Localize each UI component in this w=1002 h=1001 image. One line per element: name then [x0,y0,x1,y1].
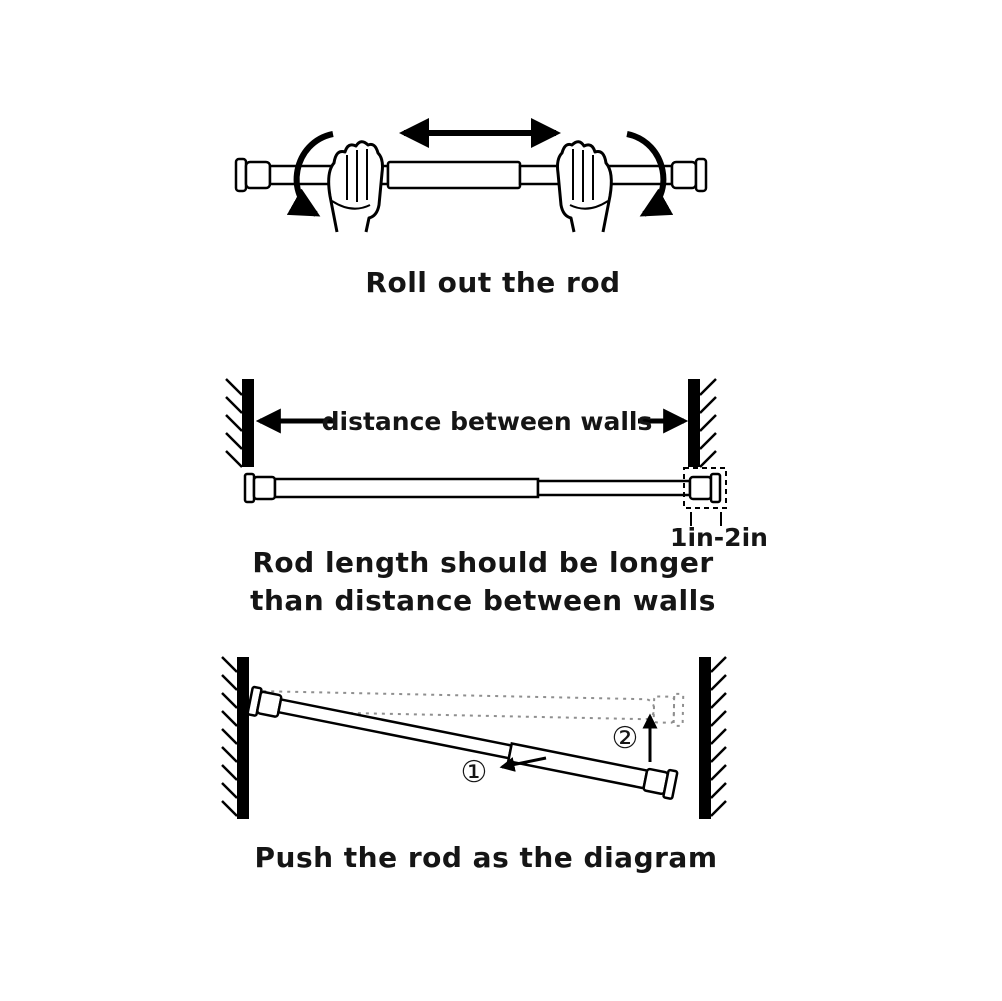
caption-rod-length-line1: Rod length should be longer [252,546,714,579]
tension-rod [243,472,722,504]
tension-rod-tilted [246,685,679,800]
step-1-marker: ① [461,755,488,790]
left-wall [221,656,249,819]
overlap-label: 1in-2in [670,523,768,552]
left-wall [225,378,254,468]
right-wall [688,378,717,468]
wall-distance-label: distance between walls [322,407,653,436]
caption-rod-length-line2: than distance between walls [250,584,716,617]
tension-rod [234,157,708,193]
right-wall [699,656,727,819]
left-hand-icon [327,140,384,234]
caption-roll-out: Roll out the rod [365,266,621,299]
overlap-dashed-box [683,467,727,509]
panel-push-rod: ① ② [221,656,727,819]
rotate-left-arrow [286,131,334,217]
rotate-right-arrow [626,131,674,217]
caption-rod-length: Rod length should be longer than distanc… [0,544,966,620]
panel-rod-length: distance between walls 1in-2in [225,378,768,552]
push-direction-arrow [499,756,547,772]
label-backing [336,404,638,438]
step-2-marker: ② [612,721,639,756]
right-hand-icon [556,140,613,234]
caption-push-rod: Push the rod as the diagram [254,841,718,874]
panel-roll-out [234,118,708,234]
